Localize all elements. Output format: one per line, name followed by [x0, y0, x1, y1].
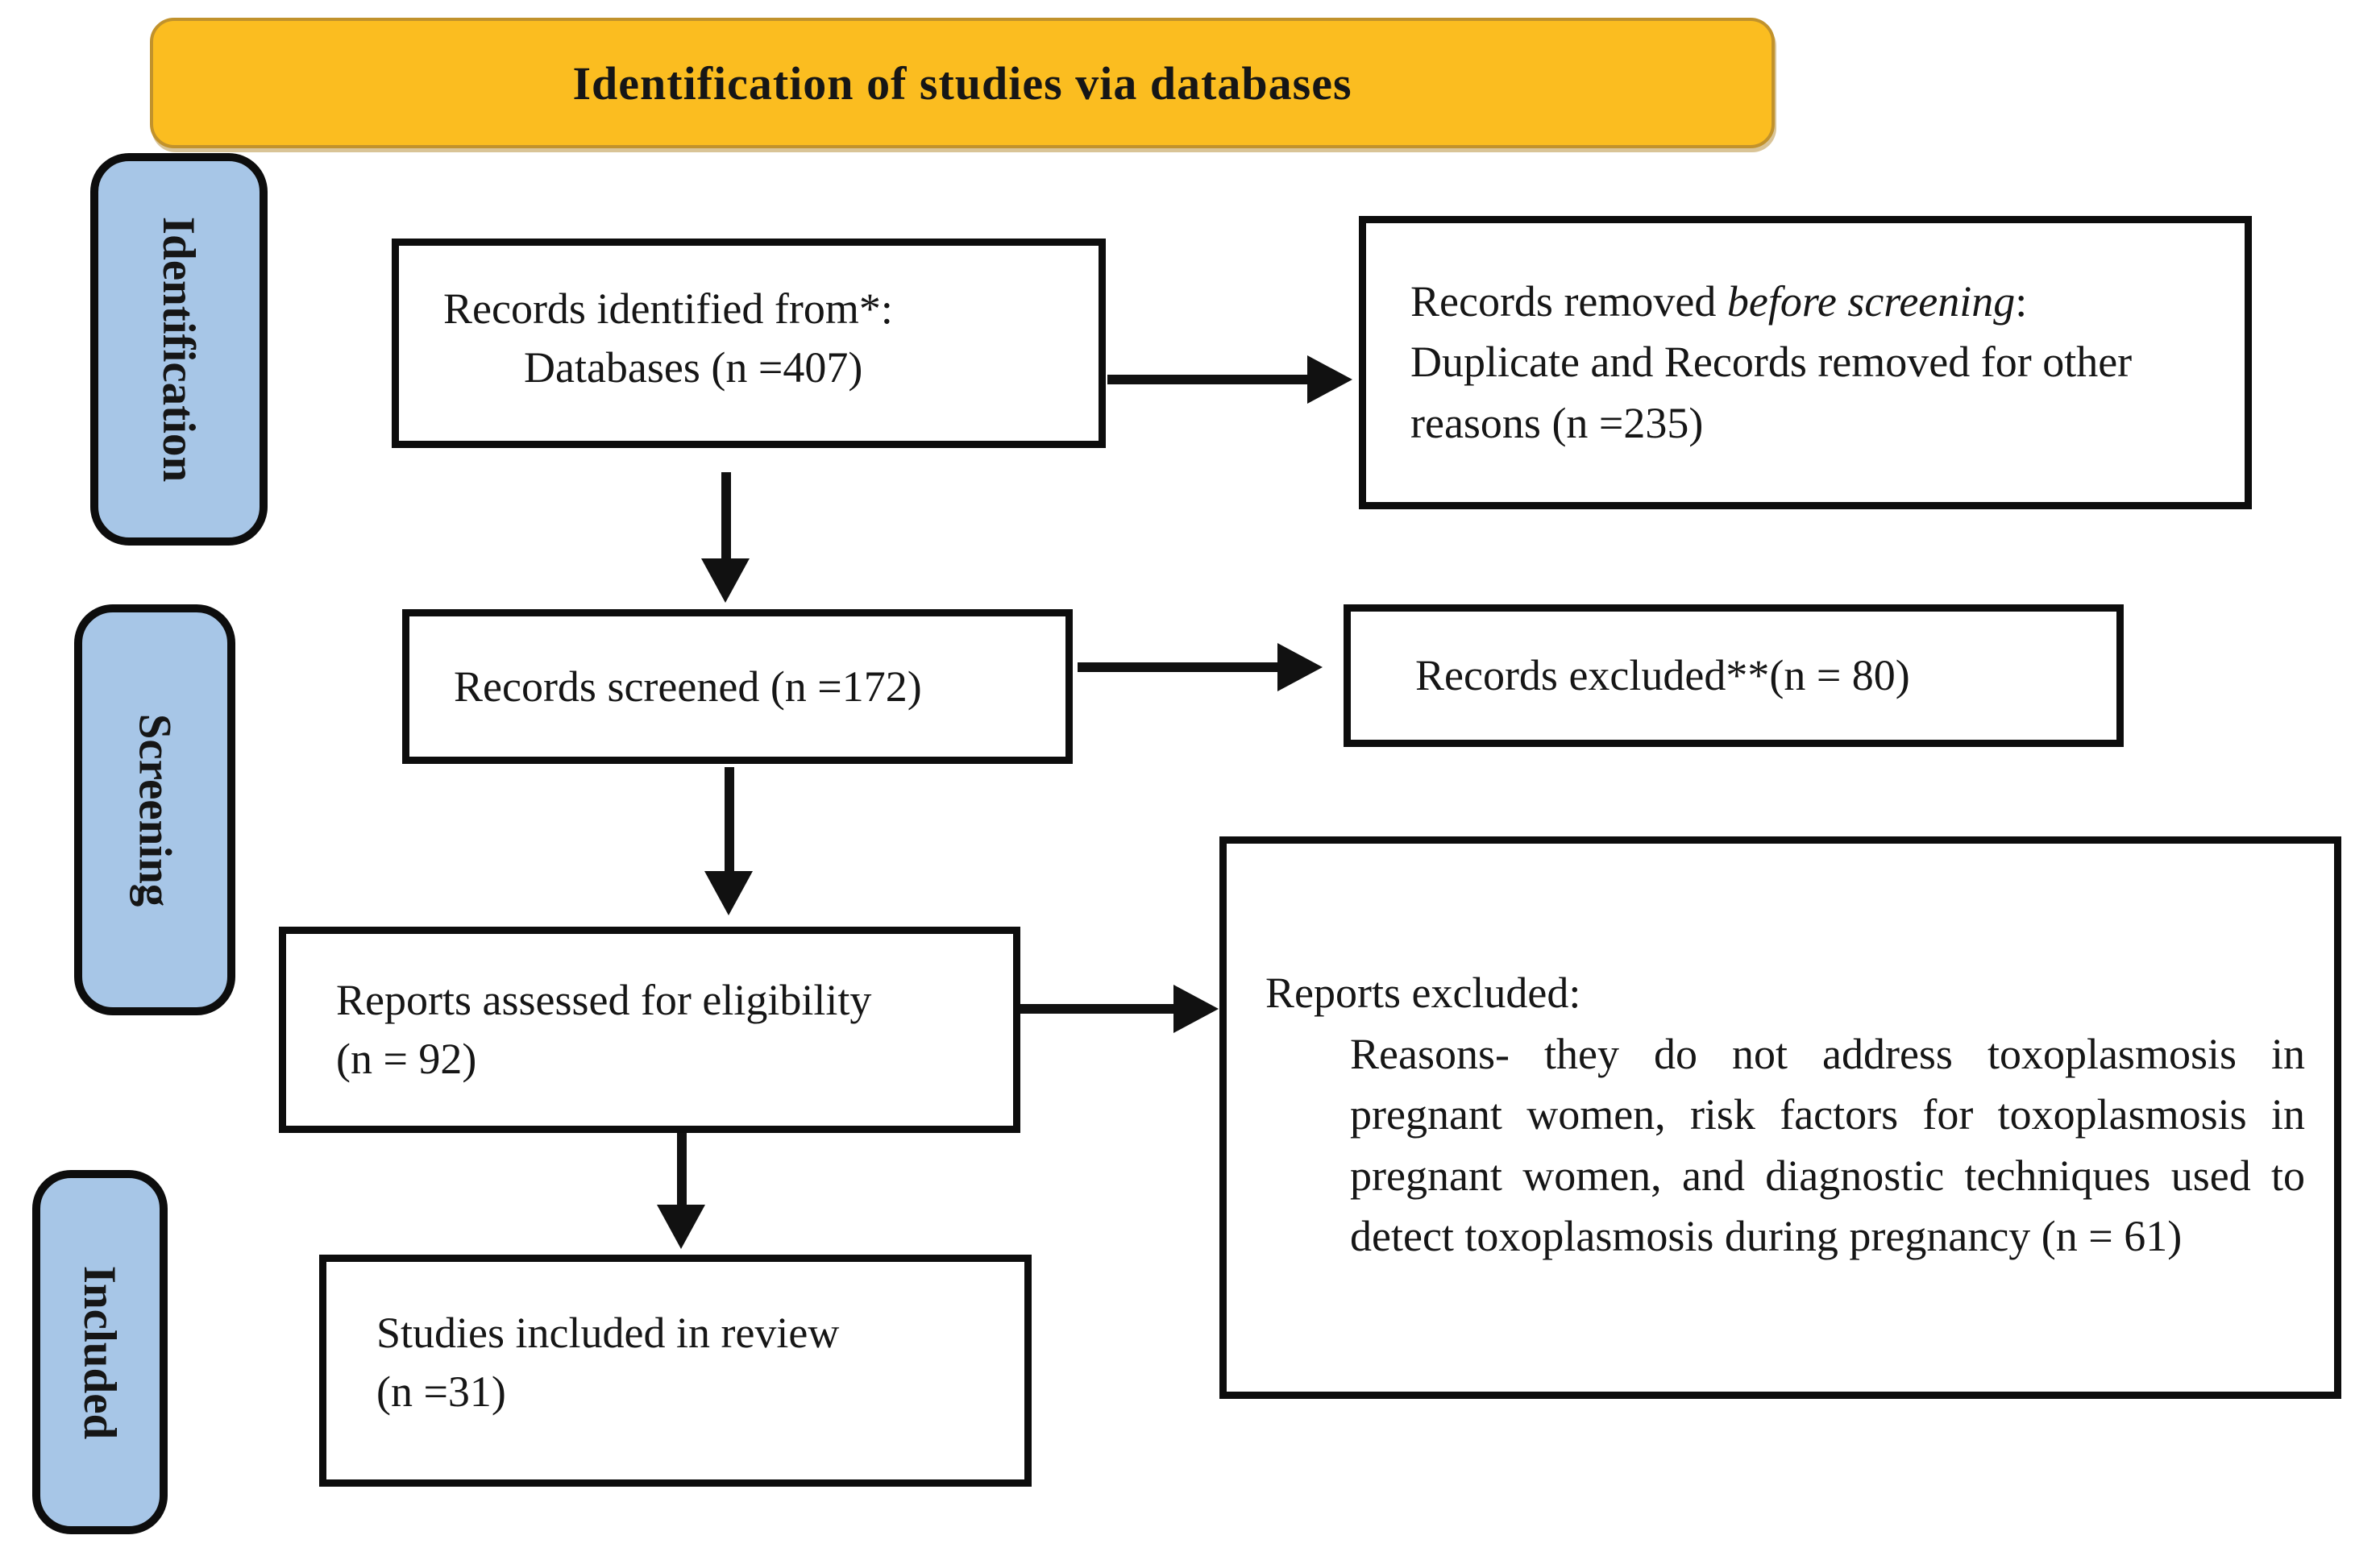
reports-assessed-line2: (n = 92): [336, 1035, 477, 1083]
arrow-screened-to-assessed-head-icon: [704, 871, 753, 915]
reports-excluded-heading: Reports excluded:: [1265, 969, 1581, 1017]
studies-included-line1: Studies included in review: [376, 1309, 840, 1357]
records-identified-line2: Databases (n =407): [524, 342, 863, 392]
records-screened-label: Records screened (n =172): [454, 662, 922, 711]
banner-title: Identification of studies via databases: [572, 56, 1352, 110]
records-removed-line1: Records removed before screening:: [1410, 272, 2208, 333]
reports-excluded-reasons: Reasons- they do not address toxoplasmos…: [1350, 1029, 2305, 1261]
arrow-screened-to-excluded-head-icon: [1277, 643, 1323, 691]
records-excluded-label: Records excluded**(n = 80): [1415, 651, 1910, 700]
arrow-assessed-to-reports-excluded-line: [1020, 1004, 1175, 1014]
records-removed-line1-suffix: :: [2015, 276, 2028, 326]
arrow-assessed-to-studies-line: [677, 1133, 687, 1207]
stage-box-identification: Identification: [90, 153, 268, 546]
node-studies-included: Studies included in review (n =31): [319, 1255, 1032, 1487]
arrow-screened-to-assessed-line: [725, 767, 734, 873]
records-identified-line1: Records identified from*:: [443, 284, 893, 333]
node-records-screened: Records screened (n =172): [402, 609, 1073, 764]
stage-label-identification: Identification: [153, 216, 205, 483]
banner-identification-via-databases: Identification of studies via databases: [150, 18, 1775, 148]
reports-assessed-line1: Reports assessed for eligibility: [336, 976, 872, 1025]
stage-box-screening: Screening: [74, 604, 235, 1015]
stage-box-included: Included: [32, 1170, 168, 1534]
node-reports-excluded: Reports excluded: Reasons- they do not a…: [1219, 836, 2341, 1399]
node-records-identified: Records identified from*: Databases (n =…: [392, 239, 1106, 448]
stage-label-included: Included: [74, 1265, 126, 1439]
arrow-screened-to-excluded-line: [1078, 662, 1279, 672]
node-reports-assessed: Reports assessed for eligibility (n = 92…: [279, 927, 1020, 1133]
arrow-identified-to-screened-line: [721, 472, 731, 561]
records-removed-line2: Duplicate and Records removed for other …: [1410, 338, 2133, 447]
arrow-assessed-to-reports-excluded-head-icon: [1173, 985, 1219, 1033]
arrow-identified-to-removed-line: [1107, 375, 1309, 384]
arrow-identified-to-removed-head-icon: [1307, 355, 1352, 404]
records-removed-line1-italic: before screening: [1726, 276, 2016, 326]
arrow-assessed-to-studies-head-icon: [657, 1205, 705, 1249]
arrow-identified-to-screened-head-icon: [701, 558, 750, 603]
stage-label-screening: Screening: [129, 713, 181, 907]
node-records-removed: Records removed before screening: Duplic…: [1359, 216, 2252, 509]
records-removed-line1-prefix: Records removed: [1410, 276, 1727, 326]
node-records-excluded: Records excluded**(n = 80): [1344, 604, 2124, 747]
studies-included-line2: (n =31): [376, 1367, 506, 1416]
